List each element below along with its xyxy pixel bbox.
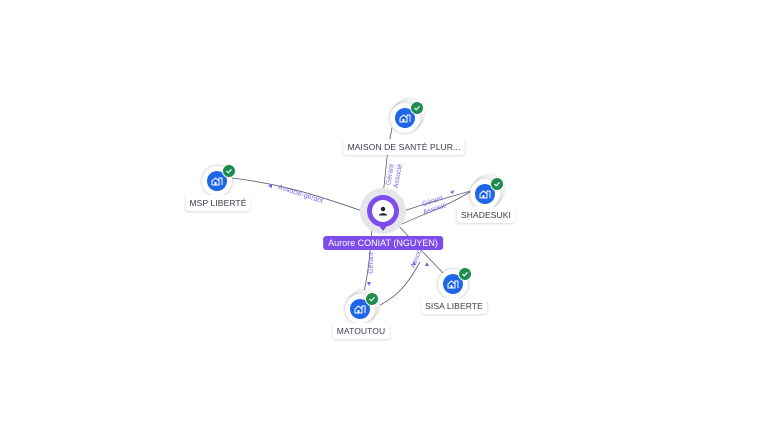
arrow-matoutou [367,282,371,286]
edge-label-matoutou-line1: Gérant [368,252,375,273]
person-name-label[interactable]: Aurore CONIAT (NGUYEN) [323,236,443,250]
company-label[interactable]: SISA LIBERTE [421,298,487,314]
arrow-matoutou-2 [412,261,416,265]
building-icon [207,171,227,191]
edge-label-maison: Gérant Associé [385,163,404,188]
verified-check-icon [222,164,236,178]
verified-check-icon [365,292,379,306]
arrow-msp [268,184,272,188]
building-icon [475,184,495,204]
edge-matoutou-2 [379,261,421,306]
building-icon [395,108,415,128]
edge-label-maison-line2: Associé [393,163,404,188]
edge-label-shadesuki: Gérant Associé [421,195,448,216]
edge-label-msp-line1: Associé-gérant [277,184,324,205]
arrow-shadesuki [450,190,454,194]
edge-msp [231,177,369,214]
company-label[interactable]: SHADESUKI [456,207,516,223]
company-label[interactable]: MATOUTOU [332,323,390,339]
edge-label-maison-line1: Gérant [385,164,396,186]
arrow-sisa [425,262,429,266]
verified-check-icon [490,177,504,191]
company-label[interactable]: MSP LIBERTÉ [185,195,251,211]
verified-check-icon [458,267,472,281]
person-pin [367,195,399,227]
verified-check-icon [410,101,424,115]
company-label[interactable]: MAISON DE SANTÉ PLUR... [343,139,465,155]
building-icon [443,274,463,294]
edge-shadesuki-2 [399,191,471,226]
edge-label-matoutou: Gérant [368,252,375,273]
building-icon [350,299,370,319]
person-icon [372,200,394,222]
edge-label-msp: Associé-gérant [277,184,324,205]
